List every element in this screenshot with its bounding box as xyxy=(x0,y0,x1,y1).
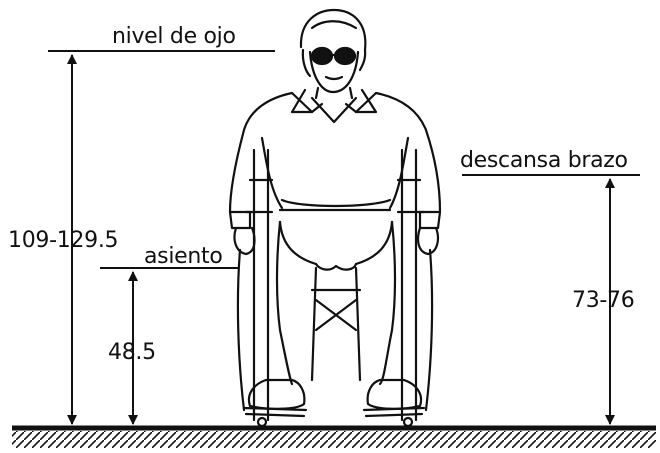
seat-label: asiento xyxy=(144,244,223,269)
seated-person-in-wheelchair xyxy=(228,8,442,428)
eye-level-dimension xyxy=(48,50,275,425)
armrest-label: descansa brazo xyxy=(460,148,628,173)
seat-dimension xyxy=(100,267,238,425)
floor xyxy=(12,425,656,448)
eye-height-value: 109-129.5 xyxy=(8,228,119,253)
seat-height-value: 48.5 xyxy=(108,340,156,365)
armrest-height-value: 73-76 xyxy=(572,288,635,313)
eye-level-label: nivel de ojo xyxy=(112,24,236,49)
armrest-dimension xyxy=(462,174,640,425)
